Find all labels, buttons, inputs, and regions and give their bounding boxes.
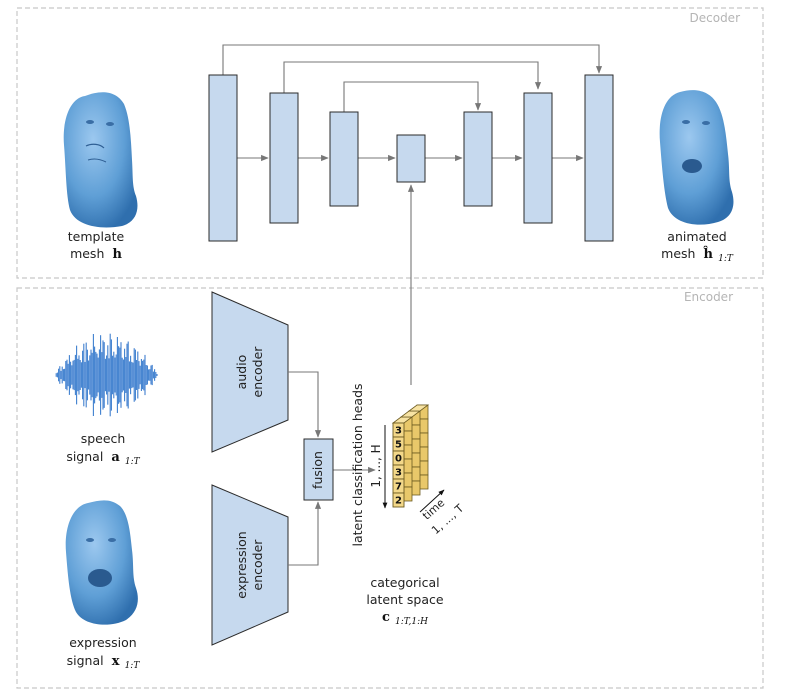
template-label-line1: template: [68, 229, 125, 244]
decoder-block-5: [463, 111, 493, 207]
expression-label-line2: signal x 1:T: [67, 650, 141, 671]
latent-caption-line2: latent space: [366, 592, 444, 607]
latent-digit: 5: [395, 440, 402, 451]
decoder-panel: [16, 7, 764, 279]
animated-label-line1: animated: [667, 229, 726, 244]
decoder-bottleneck: [396, 134, 426, 183]
decoder-block-1: [208, 74, 238, 242]
latent-grid: 3 5 0 3 7 2: [391, 404, 430, 508]
audio-encoder-label-line2: encoder: [250, 346, 265, 398]
latent-digit: 0: [395, 454, 402, 465]
latent-digit: 3: [395, 468, 402, 479]
expression-encoder-label-line2: encoder: [250, 539, 265, 591]
animated-label-line2: mesh ĥ 1:T: [661, 243, 734, 264]
speech-label-line2: signal a 1:T: [66, 446, 140, 467]
expression-encoder-block: [211, 484, 289, 646]
fusion-block: [303, 438, 334, 501]
template-face-image: [63, 92, 138, 228]
latent-digit: 7: [395, 482, 402, 493]
latent-top-face: [407, 404, 430, 412]
audio-encoder-block: [211, 291, 289, 453]
encoder-title: Encoder: [684, 290, 733, 304]
speech-label-line1: speech: [81, 431, 126, 446]
fusion-label: fusion: [310, 451, 325, 489]
latent-heads-label: latent classification heads: [350, 383, 365, 546]
audio-encoder-label-line1: audio: [234, 355, 249, 390]
decoder-blocks: [208, 74, 614, 242]
latent-caption-line3: c 1:T,1:H: [382, 606, 428, 627]
decoder-block-7: [584, 74, 614, 242]
decoder-title: Decoder: [690, 11, 741, 25]
encoder-to-fusion-arrows: [288, 371, 376, 566]
latent-front-cell: [392, 492, 405, 508]
latent-h-axis-label: 1, ..., H: [369, 444, 383, 487]
latent-caption-line1: categorical: [370, 575, 439, 590]
speech-waveform-image: [55, 333, 158, 417]
decoder-block-3: [329, 111, 359, 207]
skip-connections: [222, 44, 603, 112]
animated-face-image: [659, 90, 734, 225]
latent-digit: 2: [395, 496, 402, 507]
latent-digit: 3: [395, 426, 402, 437]
encoder-panel: [16, 287, 764, 689]
expression-face-image: [65, 500, 138, 625]
template-label-line2: mesh h: [70, 243, 122, 262]
expression-label-line1: expression: [69, 635, 136, 650]
time-axis-arrow: [419, 489, 445, 513]
expression-encoder-label-line1: expression: [234, 531, 249, 598]
decoder-block-6: [523, 92, 553, 224]
decoder-block-2: [269, 92, 299, 224]
